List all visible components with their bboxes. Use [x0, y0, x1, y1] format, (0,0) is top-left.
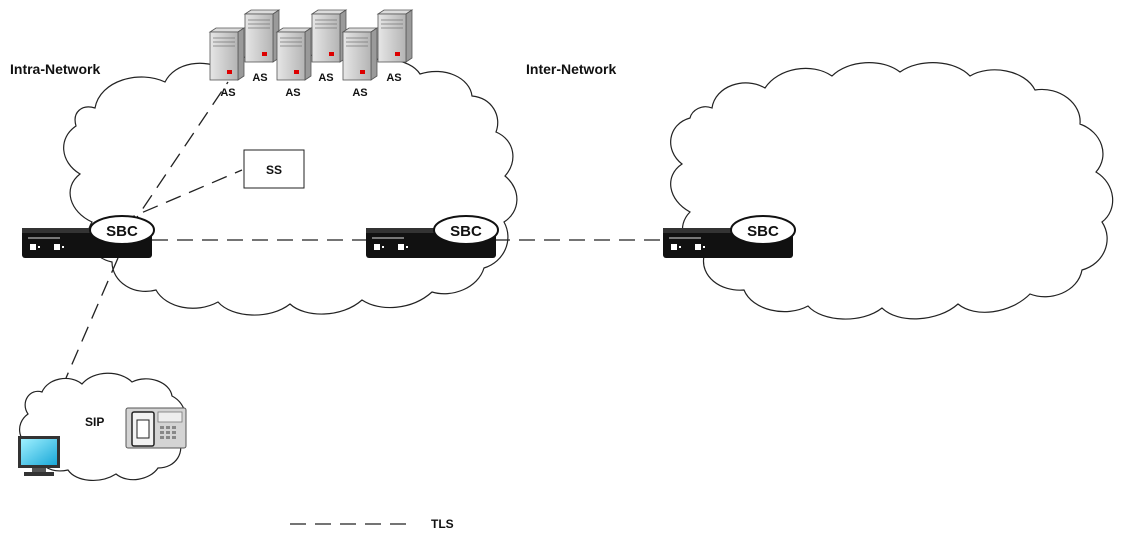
sip-label: SIP — [85, 415, 104, 429]
as-server-icon — [341, 27, 379, 81]
intra-network-label: Intra-Network — [10, 61, 100, 77]
sbc-peer: SBC — [663, 215, 796, 258]
inter-network-label: Inter-Network — [526, 61, 616, 77]
ss-label: SS — [266, 163, 282, 177]
as-server-icon — [310, 9, 348, 63]
as-label-5: AS — [352, 87, 367, 99]
as-server-group — [208, 9, 414, 81]
sbc-peer-label: SBC — [747, 223, 779, 240]
as-label-2: AS — [252, 72, 267, 84]
legend-tls-label: TLS — [431, 517, 454, 531]
as-label-4: AS — [318, 72, 333, 84]
ss-node: SS — [243, 149, 305, 189]
sbc-left-label: SBC — [106, 223, 138, 240]
tls-link-sbc-to-sip — [65, 257, 119, 379]
as-server-icon — [208, 27, 246, 81]
legend: TLS — [290, 517, 454, 531]
as-label-3: AS — [285, 87, 300, 99]
as-server-icon — [275, 27, 313, 81]
sbc-core: SBC — [366, 215, 499, 258]
computer-icon — [18, 436, 60, 476]
as-label-6: AS — [386, 72, 401, 84]
as-server-icon — [243, 9, 281, 63]
ip-phone-icon — [125, 407, 187, 449]
inter-network-cloud — [670, 62, 1114, 320]
as-server-icon — [376, 9, 414, 63]
tls-link-sbc-to-ss — [119, 169, 243, 223]
sbc-left: SBC — [22, 215, 155, 258]
as-label-1: AS — [220, 87, 235, 99]
sbc-core-label: SBC — [450, 223, 482, 240]
